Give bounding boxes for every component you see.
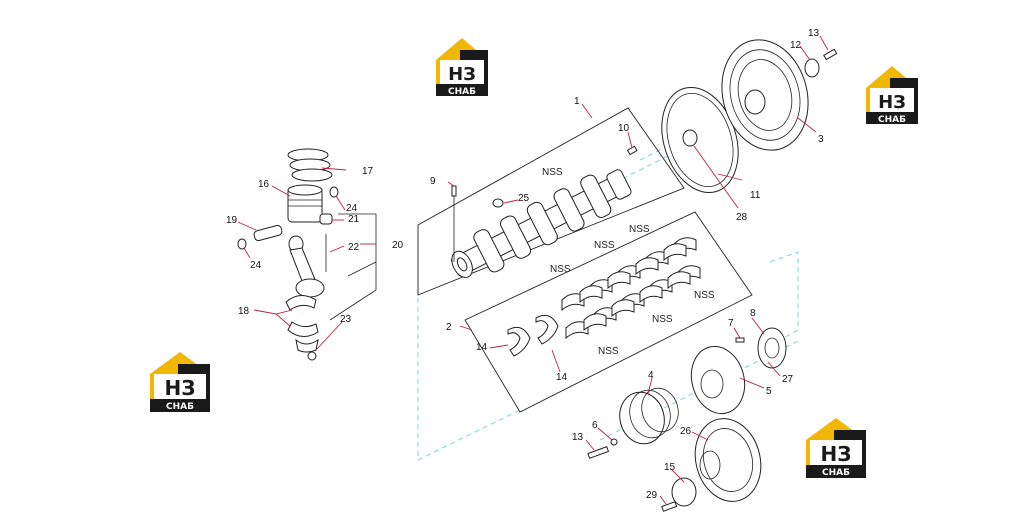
callout-24-right: 24 — [346, 203, 358, 214]
callout-9: 9 — [430, 176, 436, 187]
callout-19: 19 — [226, 215, 238, 226]
callout-6: 6 — [592, 420, 598, 431]
leader-lines — [237, 35, 829, 505]
callout-labels: 1 2 3 4 5 6 7 8 9 10 11 12 13 13 14 14 1… — [226, 28, 824, 501]
callout-27: 27 — [782, 374, 794, 385]
callout-7: 7 — [728, 318, 734, 329]
callout-22: 22 — [348, 242, 360, 253]
callout-29: 29 — [646, 490, 658, 501]
callout-13-bottom: 13 — [572, 432, 584, 443]
callout-24-left: 24 — [250, 260, 262, 271]
nss-label: NSS — [694, 290, 715, 301]
callout-1: 1 — [574, 96, 580, 107]
callout-11: 11 — [750, 190, 761, 201]
nss-label: NSS — [598, 346, 619, 357]
callout-21: 21 — [348, 214, 360, 225]
callout-18: 18 — [238, 306, 250, 317]
flywheel-assembly — [661, 39, 838, 194]
svg-text:СНАБ: СНАБ — [878, 115, 906, 125]
callout-2: 2 — [446, 322, 452, 333]
svg-text:НЗ: НЗ — [821, 442, 852, 466]
callout-28: 28 — [736, 212, 748, 223]
callout-12: 12 — [790, 40, 802, 51]
callout-15: 15 — [664, 462, 676, 473]
callout-14-bottom: 14 — [556, 372, 568, 383]
svg-text:СНАБ: СНАБ — [166, 402, 194, 412]
callout-23: 23 — [340, 314, 352, 325]
callout-10: 10 — [618, 123, 630, 134]
svg-text:СНАБ: СНАБ — [448, 87, 476, 97]
callout-26: 26 — [680, 426, 692, 437]
piston-assembly — [237, 148, 377, 361]
nss-label: NSS — [652, 314, 673, 325]
callout-14-left: 14 — [476, 342, 488, 353]
nss-label: NSS — [542, 167, 563, 178]
callout-16: 16 — [258, 179, 270, 190]
nss-label: NSS — [594, 240, 615, 251]
callout-13-top: 13 — [808, 28, 820, 39]
svg-text:НЗ: НЗ — [448, 64, 476, 85]
front-pulley-assembly — [587, 327, 787, 512]
callout-17: 17 — [362, 166, 374, 177]
nss-label: NSS — [629, 224, 650, 235]
nss-label: NSS — [550, 264, 571, 275]
watermark-logo: НЗ СНАБ — [150, 352, 210, 412]
svg-text:НЗ: НЗ — [878, 92, 906, 113]
callout-25: 25 — [518, 193, 530, 204]
callout-3: 3 — [818, 134, 824, 145]
bearing-group — [464, 211, 753, 413]
svg-text:СНАБ: СНАБ — [822, 468, 850, 478]
callout-4: 4 — [648, 370, 654, 381]
watermark-logo: НЗ СНАБ — [806, 418, 866, 478]
callout-20: 20 — [392, 240, 404, 251]
callout-8: 8 — [750, 308, 756, 319]
svg-text:НЗ: НЗ — [165, 376, 196, 400]
nss-labels: NSS NSS NSS NSS NSS NSS NSS — [542, 167, 715, 357]
callout-5: 5 — [766, 386, 772, 397]
crankshaft-group — [417, 107, 685, 296]
watermark-logo: НЗ СНАБ — [436, 38, 488, 97]
watermark-logo: НЗ СНАБ — [866, 66, 918, 125]
